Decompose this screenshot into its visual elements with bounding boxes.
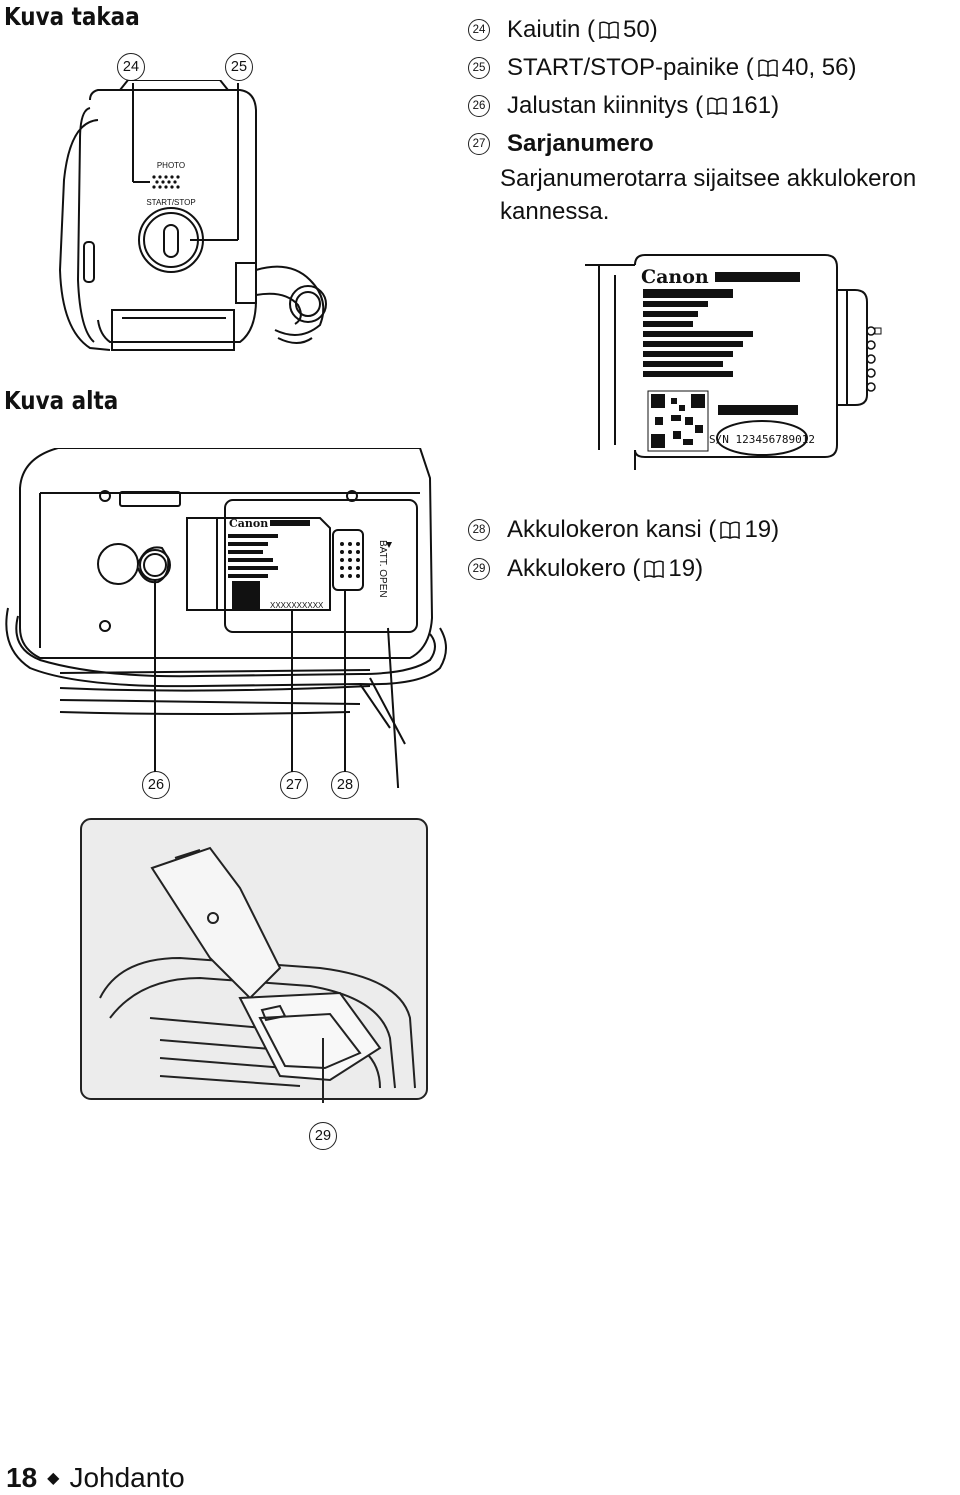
serial-note-line2: kannessa. xyxy=(500,198,610,225)
number-badge: 24 xyxy=(468,19,490,41)
legend-item-24: 24 Kaiutin ( 50) xyxy=(468,16,658,44)
legend-item-28: 28 Akkulokeron kansi ( 19) xyxy=(468,516,779,544)
legend-text: Jalustan kiinnitys ( xyxy=(507,92,704,119)
legend-item-25: 25 START/STOP-painike ( 40, 56) xyxy=(468,54,856,82)
start-stop-label: START/STOP xyxy=(146,198,195,207)
number-badge: 27 xyxy=(468,133,490,155)
callout-28: 28 xyxy=(331,771,359,799)
legend-text: Akkulokero ( xyxy=(507,555,641,582)
legend-item-29: 29 Akkulokero ( 19) xyxy=(468,555,703,583)
legend-text: Sarjanumero xyxy=(507,130,654,157)
camera-back-view-illustration: PHOTO START/STOP xyxy=(58,80,327,351)
serial-number-text: S/N 123456789012 xyxy=(709,433,815,446)
page-ref: 40, 56) xyxy=(781,54,857,81)
battery-compartment-illustration xyxy=(80,818,428,1103)
photo-label: PHOTO xyxy=(157,161,185,170)
number-badge: 28 xyxy=(468,519,490,541)
book-icon xyxy=(599,21,619,39)
book-icon xyxy=(720,521,741,539)
page-ref: 19) xyxy=(668,555,704,582)
legend-text: Kaiutin ( xyxy=(507,16,596,43)
legend-item-26: 26 Jalustan kiinnitys ( 161) xyxy=(468,92,779,120)
batt-open-label: BATT. OPEN xyxy=(377,540,388,598)
serial-label-illustration: Canon S/N 123456789012 xyxy=(585,254,882,470)
page-ref: 50) xyxy=(623,16,658,43)
callout-29: 29 xyxy=(309,1122,337,1150)
callout-27: 27 xyxy=(280,771,308,799)
bottom-view-heading: Kuva alta xyxy=(4,386,119,415)
legend-text: START/STOP-painike ( xyxy=(507,54,754,81)
label-serial-small: XXXXXXXXXX xyxy=(270,601,324,610)
legend-item-27: 27 Sarjanumero xyxy=(468,130,654,158)
book-icon xyxy=(707,97,727,115)
callout-26: 26 xyxy=(142,771,170,799)
callout-25: 25 xyxy=(225,53,253,81)
footer-section: Johdanto xyxy=(69,1462,185,1493)
camera-bottom-view-illustration: Canon XXXXXXXXXX BATT. OPEN xyxy=(5,448,447,788)
legend-text: Akkulokeron kansi ( xyxy=(507,516,717,543)
serial-note-line1: Sarjanumerotarra sijaitsee akkulokeron xyxy=(500,165,917,192)
book-icon xyxy=(758,59,778,77)
canon-logo-small: Canon xyxy=(229,517,268,530)
page-ref: 19) xyxy=(744,516,780,543)
number-badge: 26 xyxy=(468,95,490,117)
page-ref: 161) xyxy=(731,92,780,119)
canon-logo: Canon xyxy=(641,266,709,288)
footer: 18 ◆ Johdanto xyxy=(6,1462,185,1494)
diamond-icon: ◆ xyxy=(47,1470,60,1487)
back-view-heading: Kuva takaa xyxy=(4,2,140,31)
book-icon xyxy=(644,560,665,578)
number-badge: 25 xyxy=(468,57,490,79)
callout-24: 24 xyxy=(117,53,145,81)
number-badge: 29 xyxy=(468,558,490,580)
page-number: 18 xyxy=(6,1462,38,1493)
